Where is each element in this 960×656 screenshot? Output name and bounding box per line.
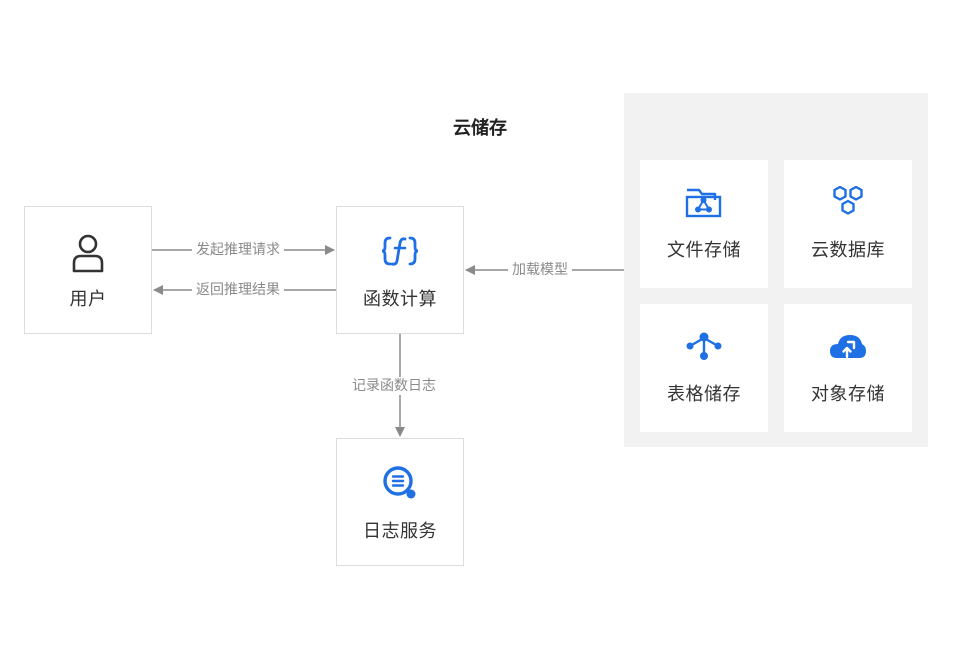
cloud-storage-title: 云储存 — [453, 118, 507, 139]
object-storage-label: 对象存储 — [811, 384, 885, 405]
cloud-database-card[interactable]: 云数据库 — [784, 160, 912, 288]
response-label: 返回推理结果 — [192, 281, 284, 299]
user-label: 用户 — [69, 289, 107, 310]
log-label: 记录函数日志 — [348, 377, 440, 395]
cloud-database-label: 云数据库 — [811, 240, 885, 261]
function-compute-node[interactable]: 函数计算 — [336, 206, 464, 334]
user-node[interactable]: 用户 — [24, 206, 152, 334]
object-storage-icon — [828, 330, 868, 366]
cloud-database-icon — [829, 185, 867, 224]
table-storage-label: 表格储存 — [667, 384, 741, 405]
log-service-node[interactable]: 日志服务 — [336, 438, 464, 566]
log-service-icon — [382, 465, 418, 505]
file-storage-label: 文件存储 — [667, 240, 741, 261]
user-icon — [70, 233, 106, 277]
function-compute-label: 函数计算 — [363, 289, 437, 310]
table-storage-card[interactable]: 表格储存 — [640, 304, 768, 432]
request-label: 发起推理请求 — [192, 241, 284, 259]
function-icon — [381, 235, 419, 271]
log-service-label: 日志服务 — [363, 521, 437, 542]
file-storage-card[interactable]: 文件存储 — [640, 160, 768, 288]
table-storage-icon — [685, 330, 723, 366]
load-model-label: 加载模型 — [508, 261, 572, 279]
object-storage-card[interactable]: 对象存储 — [784, 304, 912, 432]
file-storage-icon — [685, 186, 723, 222]
